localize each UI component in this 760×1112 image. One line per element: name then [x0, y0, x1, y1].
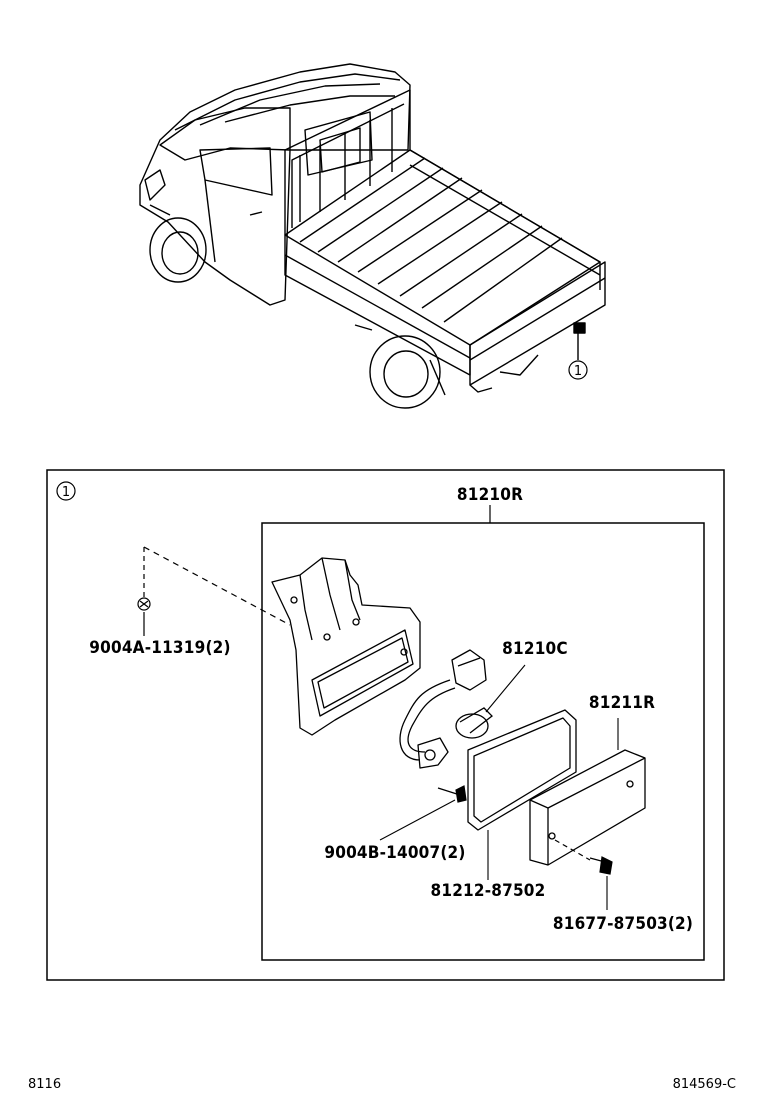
callout-marker-circle: [568, 360, 588, 380]
bolt-part-label: 9004A-11319(2): [89, 638, 230, 658]
screw-part: [379, 785, 467, 841]
footer-right-code: 814569-C: [673, 1077, 736, 1092]
inset-frame: [46, 469, 725, 981]
lens-part: [529, 718, 646, 866]
truck-illustration: [139, 63, 606, 409]
gasket-part-label: 81212-87502: [431, 881, 546, 901]
bolt-part: [137, 546, 291, 636]
socket-wire: [399, 649, 487, 769]
screw-part-label: 9004B-14007(2): [324, 843, 465, 863]
inset-marker-text: 1: [62, 485, 70, 500]
bulb-part: [455, 664, 526, 739]
gasket-part: [467, 709, 577, 880]
footer-left-code: 8116: [28, 1077, 61, 1092]
assembly-part-label: 81210R: [457, 485, 523, 505]
lens-screw-part-label: 81677-87503(2): [553, 914, 693, 934]
assembly-box: [261, 522, 705, 961]
bulb-part-label: 81210C: [502, 639, 568, 659]
lens-screw-part: [554, 839, 613, 910]
lamp-housing: [271, 557, 421, 736]
lens-part-label: 81211R: [589, 693, 655, 713]
inset-marker-circle: [56, 481, 76, 501]
callout-marker-text: 1: [574, 364, 582, 379]
